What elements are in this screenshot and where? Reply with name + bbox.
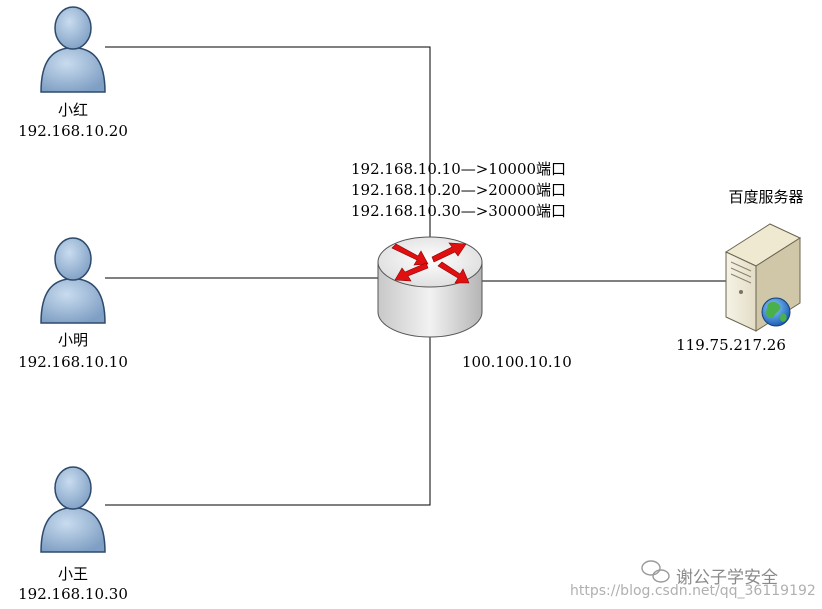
- user-name-xiaohong: 小红: [57, 101, 89, 119]
- wechat-icon: [641, 560, 670, 583]
- server-name: 百度服务器: [728, 188, 804, 206]
- globe-icon: [761, 297, 791, 327]
- user-ip-xiaoming: 192.168.10.10: [18, 353, 128, 371]
- link-xiaowang-router: [105, 335, 431, 506]
- user-ip-xiaowang: 192.168.10.30: [18, 585, 128, 603]
- user-ip-xiaohong: 192.168.10.20: [18, 122, 128, 140]
- nat-mapping-row: 192.168.10.20—>20000端口: [351, 181, 567, 199]
- server-ip: 119.75.217.26: [676, 336, 786, 354]
- person-icon: [40, 6, 106, 93]
- link-xiaohong-router: [105, 46, 431, 242]
- person-icon: [40, 466, 106, 553]
- watermark-url: https://blog.csdn.net/qq_36119192: [570, 583, 816, 599]
- connection-lines: [105, 46, 726, 506]
- watermark-account: 谢公子学安全: [676, 568, 778, 588]
- user-name-xiaowang: 小王: [57, 565, 89, 583]
- router-icon: [377, 236, 483, 338]
- person-icon: [40, 237, 106, 324]
- router-public-ip: 100.100.10.10: [462, 353, 572, 371]
- user-name-xiaoming: 小明: [57, 331, 89, 349]
- nat-mapping-row: 192.168.10.10—>10000端口: [351, 160, 567, 178]
- nat-mapping-row: 192.168.10.30—>30000端口: [351, 202, 567, 220]
